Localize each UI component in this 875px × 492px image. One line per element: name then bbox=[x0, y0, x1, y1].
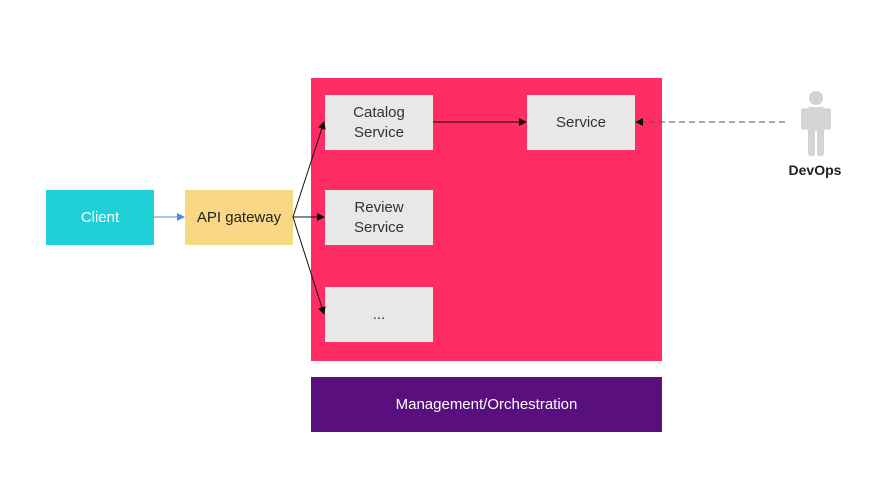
gateway-to-more-arrow bbox=[292, 216, 326, 315]
catalog-service-node: Catalog Service bbox=[325, 95, 433, 150]
review-service-node: Review Service bbox=[325, 190, 433, 245]
more-services-node: ... bbox=[325, 287, 433, 342]
catalog-service-label: Catalog Service bbox=[353, 103, 405, 141]
review-service-label: Review Service bbox=[353, 198, 405, 236]
management-label: Management/Orchestration bbox=[395, 395, 578, 413]
person-icon bbox=[801, 91, 831, 156]
more-services-label: ... bbox=[372, 305, 386, 323]
devops-label: DevOps bbox=[788, 162, 842, 178]
client-label: Client bbox=[80, 208, 120, 226]
gateway-to-catalog-arrow bbox=[292, 121, 326, 218]
client-node: Client bbox=[46, 190, 154, 245]
service-label: Service bbox=[555, 113, 607, 131]
management-orchestration-bar: Management/Orchestration bbox=[311, 377, 662, 432]
api-gateway-node: API gateway bbox=[185, 190, 293, 245]
api-gateway-label: API gateway bbox=[196, 208, 282, 226]
service-node: Service bbox=[527, 95, 635, 150]
